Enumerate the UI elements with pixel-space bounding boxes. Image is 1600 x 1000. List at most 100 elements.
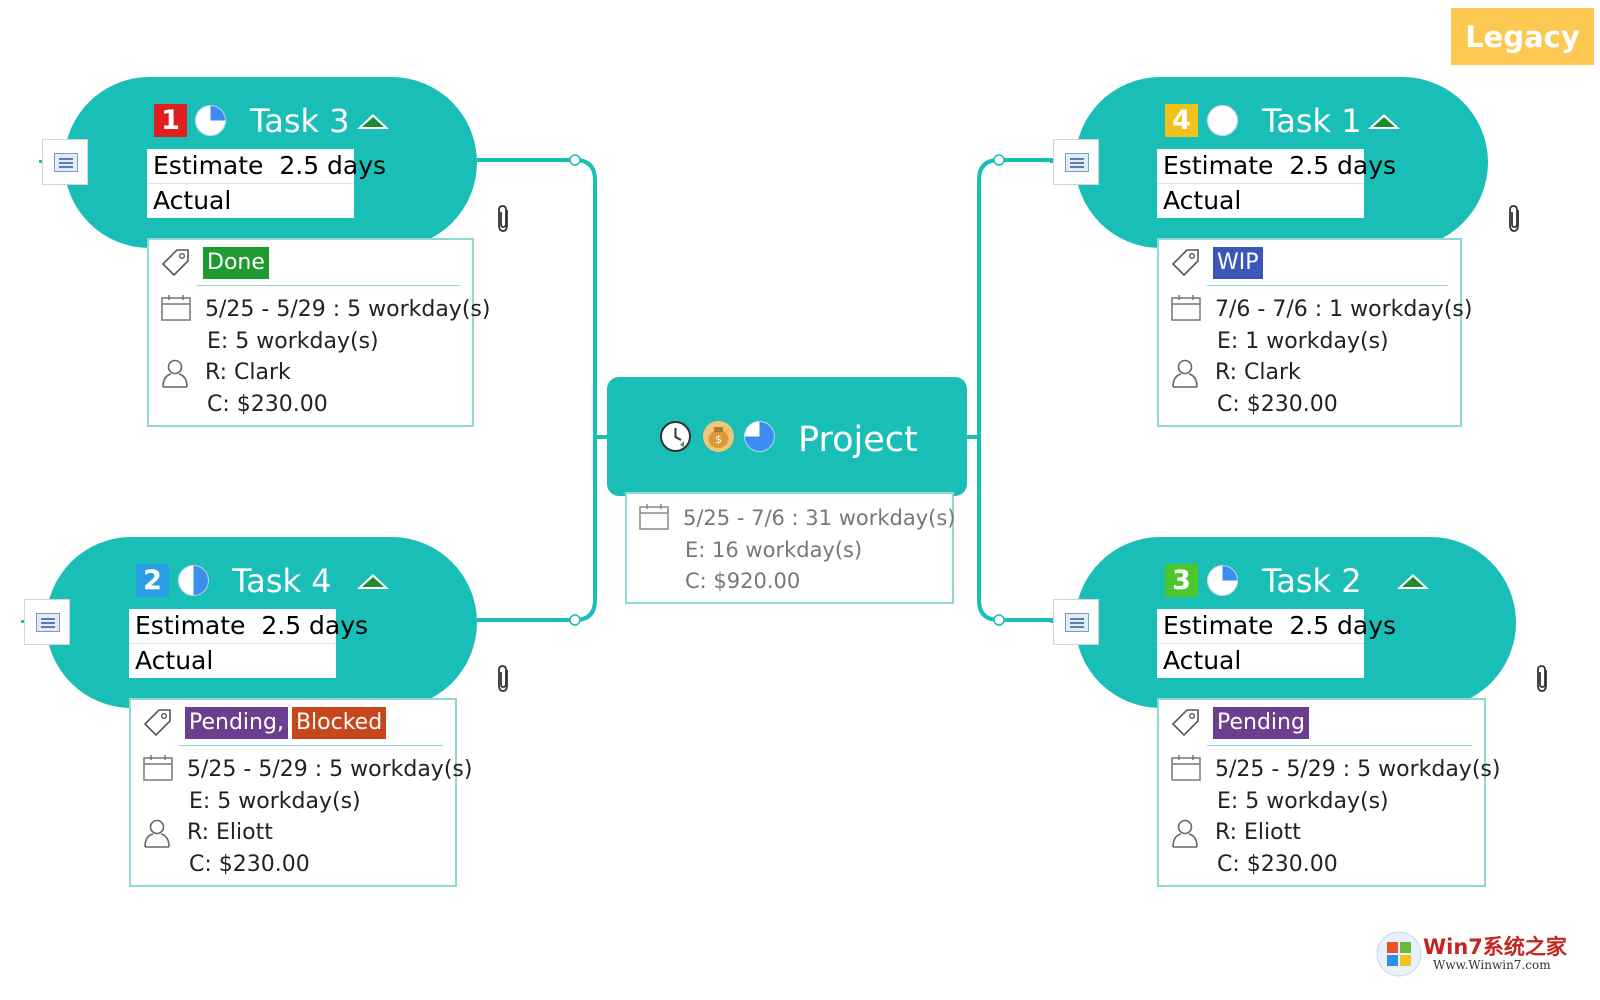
- notes-icon[interactable]: [1053, 139, 1099, 185]
- estimate-value: 2.5 days: [261, 611, 369, 640]
- notes-icon[interactable]: [24, 599, 70, 645]
- task-resource: R: Eliott: [1215, 820, 1301, 845]
- project-dates: 5/25 - 7/6 : 31 workday(s): [683, 506, 956, 530]
- actual-label: Actual: [1163, 186, 1242, 215]
- tag-icon: [161, 249, 189, 277]
- watermark-url: Www.Winwin7.com: [1433, 958, 1551, 972]
- priority-badge: 2: [136, 564, 169, 597]
- legacy-badge: Legacy: [1451, 8, 1594, 65]
- calendar-icon: [1171, 755, 1201, 781]
- estimate-table: Estimate 2.5 days Actual: [147, 149, 386, 218]
- estimate-label: Estimate: [1163, 151, 1274, 180]
- calendar-icon: [143, 755, 173, 781]
- task-dates: 5/25 - 5/29 : 5 workday(s): [205, 297, 491, 322]
- project-cost: C: $920.00: [685, 569, 801, 593]
- progress-pie-icon: [195, 105, 226, 136]
- task-cost: C: $230.00: [1217, 852, 1338, 877]
- estimate-value: 2.5 days: [1289, 611, 1397, 640]
- priority-badge: 4: [1165, 104, 1198, 137]
- person-icon: [1172, 359, 1198, 388]
- estimate-label: Estimate: [1163, 611, 1274, 640]
- connector-dot: [993, 154, 1005, 166]
- estimate-value: 2.5 days: [279, 151, 387, 180]
- tag-divider: [1207, 285, 1448, 286]
- tag-divider: [197, 285, 460, 286]
- tag-icon: [1171, 709, 1199, 737]
- tag-list: WIP: [1209, 246, 1263, 280]
- task-cost: C: $230.00: [1217, 392, 1338, 417]
- task-effort: E: 5 workday(s): [207, 329, 379, 354]
- collapse-triangle-icon[interactable]: [1368, 114, 1400, 129]
- connector-dot: [993, 614, 1005, 626]
- notes-icon[interactable]: [42, 139, 88, 185]
- calendar-icon: [639, 504, 669, 530]
- actual-label: Actual: [135, 646, 214, 675]
- estimate-row: Estimate 2.5 days: [1157, 609, 1396, 643]
- progress-pie-icon: [1207, 565, 1238, 596]
- status-tag[interactable]: Blocked: [291, 707, 387, 739]
- task-title: Task 3: [250, 102, 350, 140]
- task-effort: E: 1 workday(s): [1217, 329, 1389, 354]
- watermark-brand: Win7系统之家: [1423, 935, 1567, 959]
- tag-list: Pending,Blocked: [181, 706, 387, 740]
- task-resource: R: Clark: [205, 360, 291, 385]
- connector-dot: [569, 614, 581, 626]
- task-dates: 5/25 - 5/29 : 5 workday(s): [1215, 757, 1501, 782]
- task-effort: E: 5 workday(s): [189, 789, 361, 814]
- task-title: Task 4: [232, 562, 332, 600]
- priority-badge: 1: [154, 104, 187, 137]
- person-icon: [144, 819, 170, 848]
- estimate-table: Estimate 2.5 days Actual: [1157, 149, 1396, 218]
- actual-row: Actual: [129, 643, 336, 678]
- actual-label: Actual: [1163, 646, 1242, 675]
- progress-pie-icon: [178, 565, 209, 596]
- estimate-label: Estimate: [153, 151, 264, 180]
- windows-logo-icon: [1376, 931, 1422, 977]
- tag-divider: [1207, 745, 1472, 746]
- task-info-panel: Done 5/25 - 5/29 : 5 workday(s) E: 5 wor…: [147, 238, 490, 427]
- tag-list: Done: [199, 246, 269, 280]
- attachment-clip-icon[interactable]: [1534, 664, 1552, 694]
- calendar-icon: [1171, 295, 1201, 321]
- project-info-panel: 5/25 - 7/6 : 31 workday(s) E: 16 workday…: [625, 492, 956, 604]
- task-cost: C: $230.00: [189, 852, 310, 877]
- collapse-triangle-icon[interactable]: [357, 114, 389, 129]
- task-effort: E: 5 workday(s): [1217, 789, 1389, 814]
- collapse-triangle-icon[interactable]: [1397, 574, 1429, 589]
- actual-row: Actual: [1157, 643, 1364, 678]
- person-icon: [162, 359, 188, 388]
- notes-icon[interactable]: [1053, 599, 1099, 645]
- tag-icon: [1171, 249, 1199, 277]
- money-bag-icon: $: [703, 421, 734, 452]
- calendar-icon: [161, 295, 191, 321]
- status-tag[interactable]: WIP: [1213, 247, 1263, 279]
- attachment-clip-icon[interactable]: [1506, 204, 1524, 234]
- attachment-clip-icon[interactable]: [495, 664, 513, 694]
- task-info-panel: Pending 5/25 - 5/29 : 5 workday(s) E: 5 …: [1157, 698, 1500, 887]
- task-title: Task 2: [1262, 562, 1362, 600]
- attachment-clip-icon[interactable]: [495, 204, 513, 234]
- status-tag[interactable]: Pending,: [185, 707, 288, 739]
- priority-badge: 3: [1165, 564, 1198, 597]
- task-title: Task 1: [1262, 102, 1362, 140]
- connector-dot: [569, 154, 581, 166]
- progress-pie-icon: [1207, 105, 1238, 136]
- svg-text:$: $: [715, 433, 722, 446]
- task-cost: C: $230.00: [207, 392, 328, 417]
- estimate-value: 2.5 days: [1289, 151, 1397, 180]
- status-tag[interactable]: Pending: [1213, 707, 1309, 739]
- estimate-table: Estimate 2.5 days Actual: [129, 609, 368, 678]
- person-icon: [1172, 819, 1198, 848]
- task-resource: R: Eliott: [187, 820, 273, 845]
- tag-divider: [179, 745, 443, 746]
- task-dates: 5/25 - 5/29 : 5 workday(s): [187, 757, 473, 782]
- status-tag[interactable]: Done: [203, 247, 269, 279]
- actual-row: Actual: [147, 183, 354, 218]
- task-resource: R: Clark: [1215, 360, 1301, 385]
- collapse-triangle-icon[interactable]: [357, 574, 389, 589]
- project-title: Project: [798, 420, 918, 460]
- task-dates: 7/6 - 7/6 : 1 workday(s): [1215, 297, 1473, 322]
- tag-list: Pending: [1209, 706, 1309, 740]
- right-connector: [977, 158, 1087, 622]
- estimate-label: Estimate: [135, 611, 246, 640]
